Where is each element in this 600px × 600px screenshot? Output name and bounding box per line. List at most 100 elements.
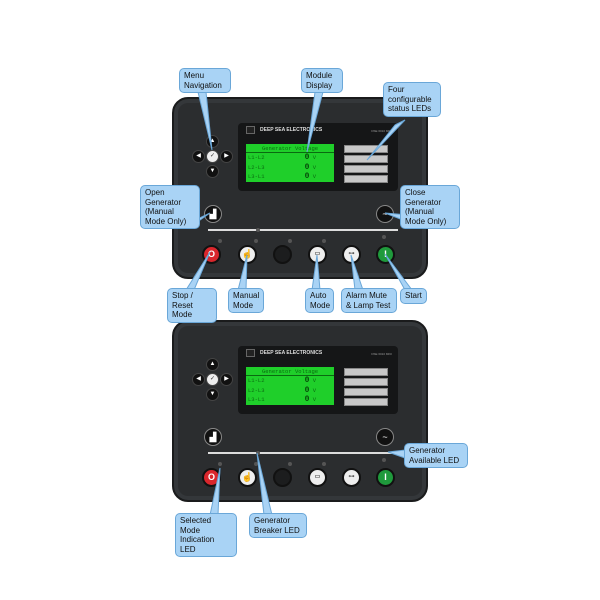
callout-module-display: Module Display — [301, 68, 343, 93]
generator-available-led — [382, 458, 386, 462]
open-generator-button[interactable]: ▟ — [204, 205, 222, 223]
generator-breaker-led — [256, 451, 260, 455]
lcd-row: L2-L3 0 V — [246, 386, 334, 396]
callout-manual-mode: Manual Mode — [228, 288, 264, 313]
mode-led — [322, 239, 326, 243]
callout-close-generator: Close Generator (Manual Mode Only) — [400, 185, 460, 229]
status-leds — [344, 145, 388, 183]
nav-down-button[interactable]: ▼ — [206, 388, 219, 401]
model-label: DSE 6010 MKII — [371, 129, 392, 133]
row-value: 0 — [304, 162, 310, 172]
callout-auto-mode: Auto Mode — [305, 288, 334, 313]
callout-generator-available-led: Generator Available LED — [404, 443, 468, 468]
row-unit: V — [312, 154, 316, 161]
lcd-row: L3-L1 0 V — [246, 172, 334, 182]
lcd-row: L3-L1 0 V — [246, 395, 334, 405]
status-leds — [344, 368, 388, 406]
row-value: 0 — [304, 153, 310, 162]
status-led — [344, 378, 388, 386]
nav-enter-button[interactable]: ✓ — [206, 150, 219, 163]
callout-generator-breaker-led: Generator Breaker LED — [249, 513, 307, 538]
row-label: L2-L3 — [248, 386, 265, 394]
callout-status-leds: Four configurable status LEDs — [383, 82, 441, 117]
callout-open-generator: Open Generator (Manual Mode Only) — [140, 185, 200, 229]
nav-right-button[interactable]: ▶ — [220, 373, 233, 386]
nav-right-button[interactable]: ▶ — [220, 150, 233, 163]
status-led — [344, 145, 388, 153]
dse-logo — [246, 349, 255, 357]
row-label: L3-L1 — [248, 396, 265, 403]
row-value: 0 — [304, 395, 310, 404]
mode-led — [218, 239, 222, 243]
mode-led — [288, 462, 292, 466]
status-led — [344, 398, 388, 406]
nav-down-button[interactable]: ▼ — [206, 165, 219, 178]
lcd-screen: Generator Voltage L1-L2 0 V L2-L3 0 V L3-L… — [246, 367, 334, 405]
close-generator-button[interactable]: ~ — [376, 428, 394, 446]
start-button[interactable]: I — [376, 468, 395, 487]
unused-button[interactable] — [273, 468, 292, 487]
unused-button[interactable] — [273, 245, 292, 264]
controller-panel-top: DEEP SEA ELECTRONICS DSE 6010 MKII Gener… — [172, 97, 428, 279]
callout-start: Start — [400, 288, 427, 304]
status-led — [344, 175, 388, 183]
brand-label: DEEP SEA ELECTRONICS — [260, 350, 323, 356]
row-unit: V — [312, 386, 316, 394]
manual-mode-button[interactable]: ☝ — [238, 245, 257, 264]
status-led — [344, 155, 388, 163]
auto-mode-button[interactable]: ▭ — [308, 468, 327, 487]
generator-available-led — [382, 235, 386, 239]
breaker-line — [208, 452, 398, 454]
mode-led — [322, 462, 326, 466]
open-generator-button[interactable]: ▟ — [204, 428, 222, 446]
callout-menu-navigation: Menu Navigation — [179, 68, 231, 93]
display-bezel: DEEP SEA ELECTRONICS DSE 6010 MKII Gener… — [238, 346, 398, 414]
manual-mode-button[interactable]: ☝ — [238, 468, 257, 487]
brand-label: DEEP SEA ELECTRONICS — [260, 127, 323, 133]
row-label: L1-L2 — [248, 377, 265, 384]
lcd-row: L2-L3 0 V — [246, 163, 334, 173]
callout-stop-reset: Stop / Reset Mode — [167, 288, 217, 323]
status-led — [344, 388, 388, 396]
lcd-row: L1-L2 0 V — [246, 376, 334, 386]
lcd-row: L1-L2 0 V — [246, 153, 334, 163]
nav-up-button[interactable]: ▲ — [206, 135, 219, 148]
lcd-screen: Generator Voltage L1-L2 0 V L2-L3 0 V L3-L… — [246, 144, 334, 182]
nav-left-button[interactable]: ◀ — [192, 373, 205, 386]
generator-breaker-led — [256, 228, 260, 232]
model-label: DSE 6010 MKII — [371, 352, 392, 356]
alarm-mute-button[interactable]: ⊶ — [342, 245, 361, 264]
alarm-mute-button[interactable]: ⊶ — [342, 468, 361, 487]
start-button[interactable]: I — [376, 245, 395, 264]
callout-alarm-mute: Alarm Mute & Lamp Test — [341, 288, 397, 313]
row-unit: V — [312, 173, 316, 180]
display-bezel: DEEP SEA ELECTRONICS DSE 6010 MKII Gener… — [238, 123, 398, 191]
row-label: L3-L1 — [248, 173, 265, 180]
auto-mode-button[interactable]: ▭ — [308, 245, 327, 264]
status-led — [344, 165, 388, 173]
row-unit: V — [312, 163, 316, 171]
lcd-header: Generator Voltage — [246, 144, 334, 153]
nav-up-button[interactable]: ▲ — [206, 358, 219, 371]
breaker-line — [208, 229, 398, 231]
stop-reset-button[interactable]: O — [202, 468, 221, 487]
close-generator-button[interactable]: ~ — [376, 205, 394, 223]
row-unit: V — [312, 396, 316, 403]
mode-led — [254, 462, 258, 466]
row-unit: V — [312, 377, 316, 384]
row-value: 0 — [304, 376, 310, 385]
mode-led — [218, 462, 222, 466]
mode-led — [288, 239, 292, 243]
mode-led — [254, 239, 258, 243]
status-led — [344, 368, 388, 376]
nav-left-button[interactable]: ◀ — [192, 150, 205, 163]
stop-reset-button[interactable]: O — [202, 245, 221, 264]
row-value: 0 — [304, 172, 310, 181]
row-label: L2-L3 — [248, 163, 265, 171]
lcd-header: Generator Voltage — [246, 367, 334, 376]
nav-enter-button[interactable]: ✓ — [206, 373, 219, 386]
row-label: L1-L2 — [248, 154, 265, 161]
callout-selected-mode-led: Selected Mode Indication LED — [175, 513, 237, 557]
row-value: 0 — [304, 385, 310, 395]
